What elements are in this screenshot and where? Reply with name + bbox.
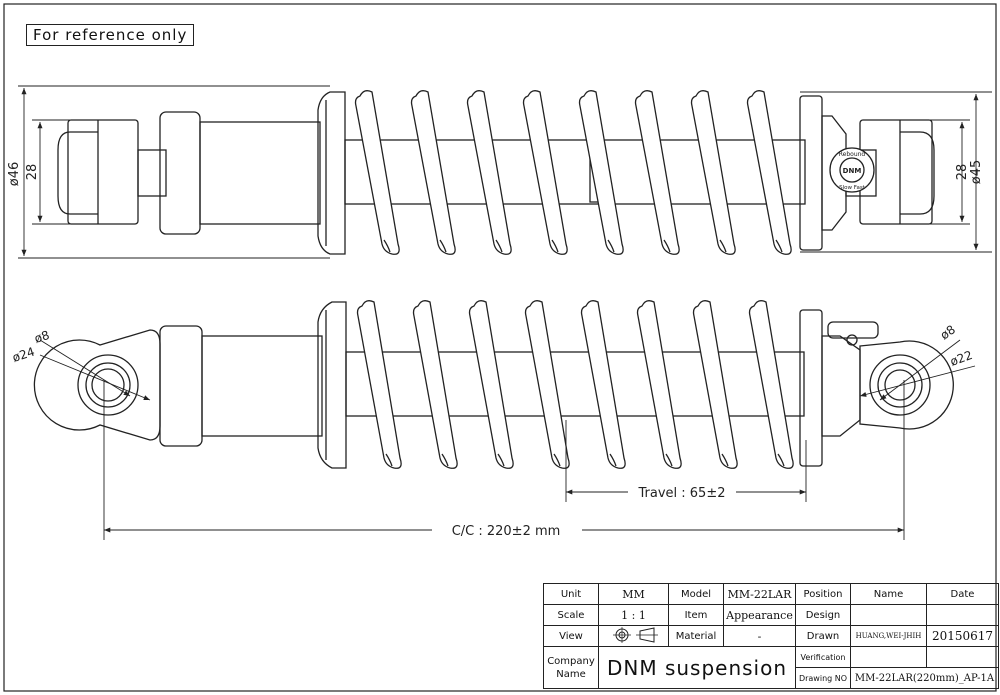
spring-coil-edge (439, 239, 447, 253)
side-right-eyelet (859, 340, 954, 430)
side-spring (356, 300, 794, 469)
spring-coil (412, 300, 458, 469)
spring-coil-edge (385, 453, 393, 467)
spring-coil-edge (777, 453, 785, 467)
knob-text-dnm: DNM (843, 167, 862, 175)
spring-coil (466, 90, 512, 255)
side-body-tube (201, 335, 323, 437)
top-retainer-right (799, 95, 823, 251)
spring-coil-edge (609, 453, 617, 467)
design-name (850, 604, 927, 626)
top-right-body (821, 115, 847, 231)
spring-coil (524, 300, 570, 469)
verification-name (850, 646, 927, 668)
spring-coil (522, 90, 568, 255)
travel-dimension: Travel : 65±2 (638, 486, 726, 501)
top-left-bushing (67, 119, 139, 225)
verification-date (926, 646, 999, 668)
dim-left-eye: ø24 (11, 345, 37, 365)
item-value: Appearance (723, 604, 796, 626)
dim-left-outer: ø46 (7, 162, 22, 187)
spring-coil-edge (497, 453, 505, 467)
spring-coil (634, 90, 680, 255)
top-left-eyelet (57, 131, 98, 215)
spring-coil-edge (607, 239, 615, 253)
verification-label: Verification (795, 646, 851, 668)
dim-left-bolt: ø8 (33, 328, 52, 346)
spring-coil-edge (383, 239, 391, 253)
spring-coil (468, 300, 514, 469)
knob-text-slow-fast: Slow Fast (839, 185, 866, 191)
spring-coil-edge (721, 453, 729, 467)
scale-value: 1 : 1 (598, 604, 669, 626)
drawing-frame (3, 3, 997, 692)
unit-value: MM (598, 583, 669, 605)
top-retainer-left (317, 91, 346, 255)
spring-coil-edge (553, 453, 561, 467)
dim-right-inner: 28 (955, 164, 970, 181)
material-value: - (723, 625, 796, 647)
scale-label: Scale (543, 604, 599, 626)
dim-left-inner: 28 (25, 164, 40, 181)
spring-coil-edge (719, 239, 727, 253)
spring-coil (354, 90, 400, 255)
view-label: View (543, 625, 599, 647)
spring-coil-edge (551, 239, 559, 253)
drawn-label: Drawn (795, 625, 851, 647)
top-dimensions (18, 85, 992, 259)
top-shaft (344, 139, 806, 205)
projection-icon (598, 625, 669, 647)
side-body-collar (159, 325, 203, 447)
spring-coil (580, 300, 626, 469)
side-shaft (345, 351, 805, 417)
drawn-name: HUANG,WEI-JHIH (850, 625, 927, 647)
spring-coil (690, 90, 736, 255)
item-label: Item (668, 604, 724, 626)
rebound-knob-icon (829, 147, 875, 193)
reference-note: For reference only (26, 24, 195, 46)
spring-coil-edge (495, 239, 503, 253)
top-spring (354, 90, 792, 255)
model-value: MM-22LAR (723, 583, 796, 605)
design-label: Design (795, 604, 851, 626)
dim-right-bolt: ø8 (938, 322, 958, 342)
spring-coil (636, 300, 682, 469)
side-left-eyelet (33, 329, 161, 441)
spring-coil-edge (663, 239, 671, 253)
company-label: Company Name (543, 646, 599, 689)
side-view (33, 301, 954, 469)
side-right-body (821, 335, 861, 437)
position-label: Position (795, 583, 851, 605)
title-block: Unit MM Model MM-22LAR Position Name Dat… (543, 583, 999, 689)
spring-coil (578, 90, 624, 255)
unit-label: Unit (543, 583, 599, 605)
spring-coil (692, 300, 738, 469)
side-retainer-right (799, 309, 823, 467)
date-label: Date (926, 583, 999, 605)
dim-right-outer: ø45 (969, 160, 984, 185)
drawing-no-value: MM-22LAR(220mm)_AP-1A (850, 667, 999, 689)
model-label: Model (668, 583, 724, 605)
spring-coil (746, 90, 792, 255)
design-date (926, 604, 999, 626)
drawn-date: 20150617 (926, 625, 999, 647)
top-left-neck (137, 149, 167, 197)
name-label: Name (850, 583, 927, 605)
dim-right-eye: ø22 (948, 348, 974, 369)
spring-coil (748, 300, 794, 469)
material-label: Material (668, 625, 724, 647)
spring-coil-edge (441, 453, 449, 467)
cc-dimension: C/C : 220±2 mm (452, 524, 561, 539)
knob-text-rebound: Rebound (839, 151, 866, 158)
spring-coil-edge (665, 453, 673, 467)
spring-coil-edge (775, 239, 783, 253)
spring-coil (410, 90, 456, 255)
drawing-no-label: Drawing NO (795, 667, 851, 689)
spring-coil (356, 300, 402, 469)
side-retainer-left (317, 301, 347, 469)
company-value: DNM suspension (598, 646, 796, 689)
top-body-tube (199, 121, 321, 225)
